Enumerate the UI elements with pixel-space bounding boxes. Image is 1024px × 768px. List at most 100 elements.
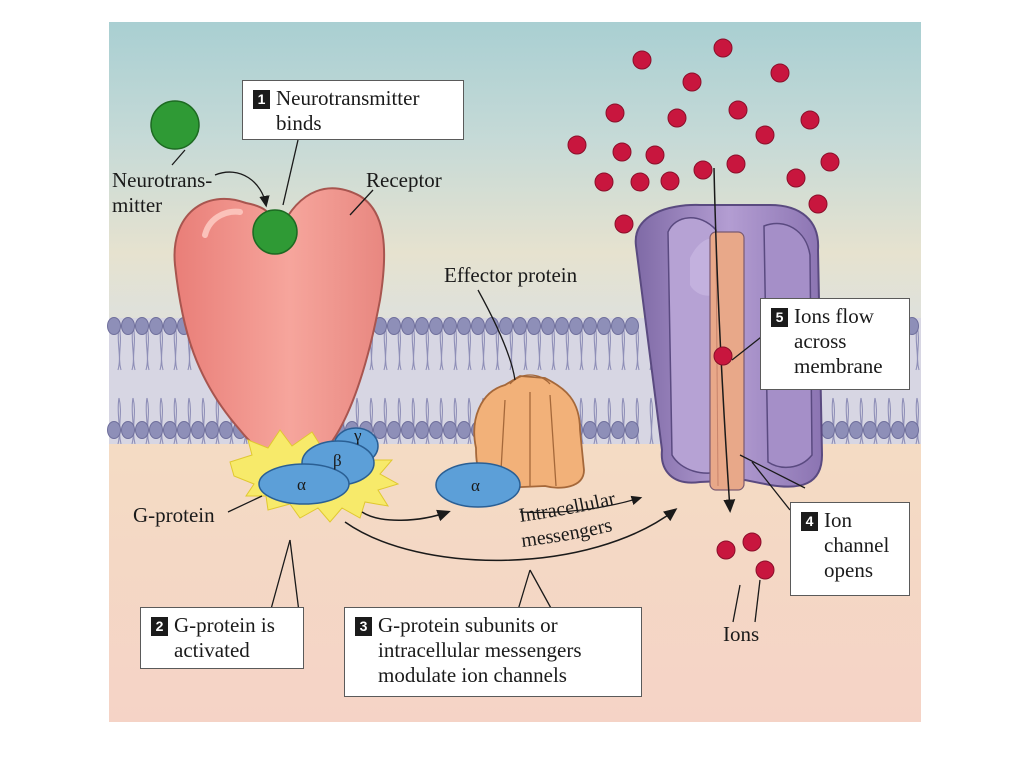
lipid-head: [597, 421, 611, 439]
extracellular-ions: [567, 38, 840, 234]
step-2-number: 2: [151, 617, 168, 636]
lipid-head: [107, 317, 121, 335]
ion: [755, 125, 775, 145]
lipid-head: [387, 317, 401, 335]
ion: [667, 108, 687, 128]
lipid-head: [863, 421, 877, 439]
step-5-number: 5: [771, 308, 788, 327]
lipid-head: [191, 421, 205, 439]
step-1-text: Neurotransmitter binds: [276, 86, 420, 135]
lipid-head: [821, 421, 835, 439]
ion: [726, 154, 746, 174]
g-protein-label: G-protein: [133, 503, 215, 527]
neurotransmitter-free: [150, 100, 200, 150]
lipid-head: [527, 317, 541, 335]
lipid-head: [583, 421, 597, 439]
lipid-head: [135, 317, 149, 335]
neurotransmitter-bound: [252, 209, 298, 255]
alpha-effector-label: α: [471, 476, 480, 495]
lipid-head: [471, 317, 485, 335]
lipid-head: [541, 317, 555, 335]
lipid-head: [177, 421, 191, 439]
ion: [800, 110, 820, 130]
lipid-head: [219, 421, 233, 439]
lipid-head: [149, 317, 163, 335]
ion: [808, 194, 828, 214]
lipid-head: [415, 421, 429, 439]
ion: [770, 63, 790, 83]
lipid-head: [121, 421, 135, 439]
receptor-label: Receptor: [366, 168, 442, 192]
lipid-head: [401, 421, 415, 439]
ion: [682, 72, 702, 92]
step-3-callout: 3 G-protein subunits or intracellular mes…: [344, 607, 642, 697]
step-2-text: G-protein is activated: [174, 613, 275, 662]
lipid-head: [625, 421, 639, 439]
lipid-head: [443, 421, 457, 439]
lipid-head: [513, 317, 527, 335]
ion: [713, 38, 733, 58]
receptor-protein: [173, 187, 386, 467]
lipid-head: [583, 317, 597, 335]
ion: [605, 103, 625, 123]
lipid-head: [429, 317, 443, 335]
ion: [660, 171, 680, 191]
ion: [630, 172, 650, 192]
leader-lines: [171, 139, 806, 623]
ion: [645, 145, 665, 165]
lipid-head: [429, 421, 443, 439]
ion-channel: [634, 203, 824, 491]
lipid-head: [387, 421, 401, 439]
step-4-text: Ion channel opens: [824, 508, 890, 582]
lipid-head: [835, 421, 849, 439]
ion: [786, 168, 806, 188]
step-4-number: 4: [801, 512, 818, 531]
lipid-head: [555, 317, 569, 335]
lipid-head: [443, 317, 457, 335]
step-3-text: G-protein subunits or intracellular mess…: [378, 613, 582, 687]
gamma-subunit-label: γ: [353, 426, 362, 445]
messenger-arrow-lower: [344, 508, 678, 562]
ion: [728, 100, 748, 120]
lipid-head: [415, 317, 429, 335]
lipid-head: [457, 317, 471, 335]
lipid-head: [611, 317, 625, 335]
ion: [820, 152, 840, 172]
g-protein-complex: α β γ: [258, 426, 379, 505]
lipid-head: [149, 421, 163, 439]
lipid-head: [611, 421, 625, 439]
beta-subunit-label: β: [333, 451, 342, 470]
lipid-head: [401, 317, 415, 335]
messenger-arrow-upper: [519, 495, 643, 514]
step-1-callout: 1 Neurotransmitter binds: [242, 80, 464, 140]
lipid-head: [163, 317, 177, 335]
ion: [693, 160, 713, 180]
lipid-head: [135, 421, 149, 439]
lipid-head: [625, 317, 639, 335]
lipid-head: [499, 317, 513, 335]
ion-in-channel: [713, 346, 733, 366]
lipid-head: [121, 317, 135, 335]
ion: [594, 172, 614, 192]
lipid-head: [107, 421, 121, 439]
alpha-to-effector-arrow: [361, 509, 451, 522]
ion: [632, 50, 652, 70]
ion: [612, 142, 632, 162]
lipid-head: [569, 317, 583, 335]
step-2-callout: 2 G-protein is activated: [140, 607, 304, 669]
lipid-head: [891, 421, 905, 439]
lipid-head: [905, 421, 919, 439]
neurotransmitter-label: Neurotrans- mitter: [112, 168, 213, 217]
step-3-number: 3: [355, 617, 372, 636]
lipid-head: [849, 421, 863, 439]
lipid-head: [597, 317, 611, 335]
lipid-head: [373, 421, 387, 439]
ion: [567, 135, 587, 155]
ion-flow-arrow: [713, 167, 736, 513]
step-1-number: 1: [253, 90, 270, 109]
lipid-head: [457, 421, 471, 439]
lipid-head: [205, 421, 219, 439]
alpha-subunit-effector: [435, 462, 521, 508]
effector-protein-label: Effector protein: [444, 263, 578, 287]
